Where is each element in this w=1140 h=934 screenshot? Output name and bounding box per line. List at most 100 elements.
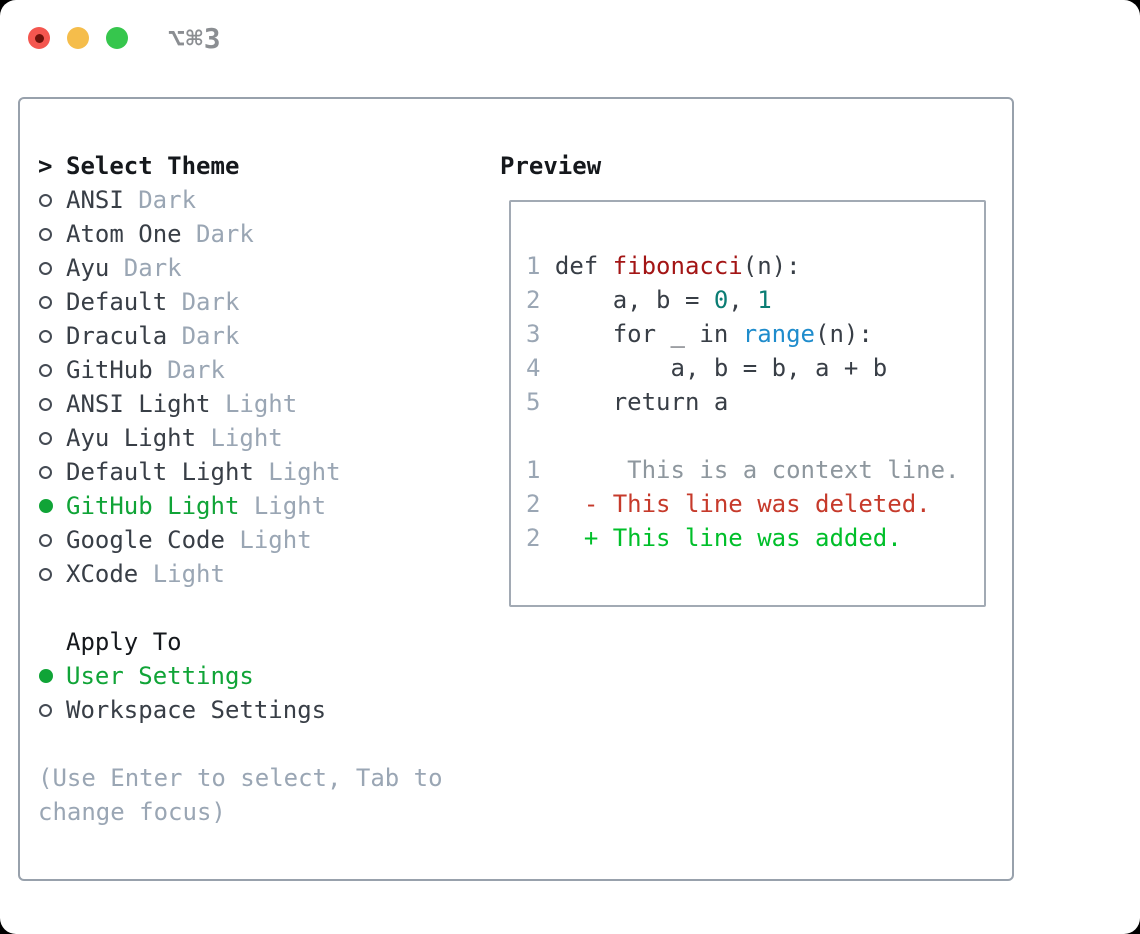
theme-variant-label: Dark [196,220,254,248]
theme-option-default[interactable]: Default Dark [38,285,443,319]
theme-option-github-light[interactable]: GitHub Light Light [38,489,443,523]
theme-name: Default [66,288,168,316]
preview-line: 1 def fibonacci(n): [526,249,984,283]
preview-line: 2 - This line was deleted. [526,487,984,521]
line-number: 2 [526,490,541,518]
radio-selected-icon [38,669,66,683]
maximize-button[interactable] [106,27,128,49]
theme-variant-label: Light [253,492,327,520]
theme-variant-label: Light [210,424,283,452]
preview-line: 4 a, b = b, a + b [526,351,984,385]
window-title: ⌥⌘3 [168,21,222,55]
spacer [38,727,443,761]
theme-name: XCode [66,560,139,588]
line-number: 1 [526,456,541,484]
titlebar: ⌥⌘3 [0,0,1140,76]
theme-variant-label: Light [224,390,298,418]
code-segment-number: 0 [713,286,729,314]
radio-icon [39,465,52,479]
preview-heading: Preview [500,152,602,180]
code-segment-builtin: range [742,320,815,348]
theme-name: Google Code [66,526,225,554]
theme-name: Atom One [66,220,182,248]
close-button[interactable] [28,27,50,49]
preview-blank-line [526,555,984,589]
radio-selected-icon [38,499,66,513]
radio-icon [39,261,52,275]
select-theme-heading-row: > Select Theme [38,149,443,183]
radio-icon [38,363,66,377]
hint-line: (Use Enter to select, Tab to [38,764,443,792]
radio-icon [39,703,52,717]
spacer [38,591,443,625]
preview-line: 1 This is a context line. [526,453,984,487]
apply-option-workspace-settings[interactable]: Workspace Settings [38,693,443,727]
theme-name: GitHub [66,356,153,384]
theme-name: ANSI Light [66,390,211,418]
theme-option-default-light[interactable]: Default Light Light [38,455,443,489]
radio-icon [38,261,66,275]
radio-icon [39,567,52,581]
record-dot-icon [34,33,44,43]
radio-icon [38,295,66,309]
preview-blank-line [526,419,984,453]
radio-icon [38,431,66,445]
code-segment-code: , [728,286,758,314]
radio-icon [39,227,52,241]
line-number: 5 [526,388,541,416]
theme-name: Default Light [66,458,254,486]
code-segment-code: a, b = [540,286,714,314]
code-segment-code: return a [540,388,729,416]
code-segment-added: + This line was added. [583,524,902,552]
code-segment-code: (n): [742,252,801,280]
theme-variant-label: Light [268,458,341,486]
theme-name: GitHub Light [66,492,240,520]
radio-icon [39,193,52,207]
apply-to-heading: Apply To [66,628,182,656]
radio-icon [38,533,66,547]
radio-selected-icon [39,669,53,683]
code-segment-code [540,490,583,518]
theme-name: ANSI [66,186,124,214]
hint-line: change focus) [38,798,226,826]
theme-variant-label: Dark [181,322,240,350]
radio-selected-icon [39,499,53,513]
line-number: 3 [526,320,541,348]
line-number: 4 [526,354,541,382]
focus-caret: > [38,152,53,180]
line-number: 2 [526,286,541,314]
apply-to-heading-row: Apply To [38,625,443,659]
apply-option-label: Workspace Settings [66,696,327,724]
theme-option-github[interactable]: GitHub Dark [38,353,443,387]
code-segment-code: def [540,252,613,280]
code-segment-code: (n): [815,320,873,348]
theme-variant-label: Dark [181,288,240,316]
preview-panel: Preview 1 def fibonacci(n):2 a, b = 0, 1… [500,149,986,607]
select-theme-heading: Select Theme [66,152,240,180]
radio-icon [38,703,66,717]
apply-option-user-settings[interactable]: User Settings [38,659,443,693]
minimize-button[interactable] [67,27,89,49]
code-segment-context: This is a context line. [540,456,960,484]
radio-icon [39,431,52,445]
code-segment-function: fibonacci [612,252,743,280]
apply-option-label: User Settings [66,662,254,690]
theme-option-atom-one[interactable]: Atom One Dark [38,217,443,251]
theme-name: Ayu [66,254,110,282]
radio-icon [38,193,66,207]
theme-option-ansi-light[interactable]: ANSI Light Light [38,387,443,421]
code-segment-number: 1 [757,286,772,314]
preview-line: 2 a, b = 0, 1 [526,283,984,317]
theme-variant-label: Dark [167,356,225,384]
